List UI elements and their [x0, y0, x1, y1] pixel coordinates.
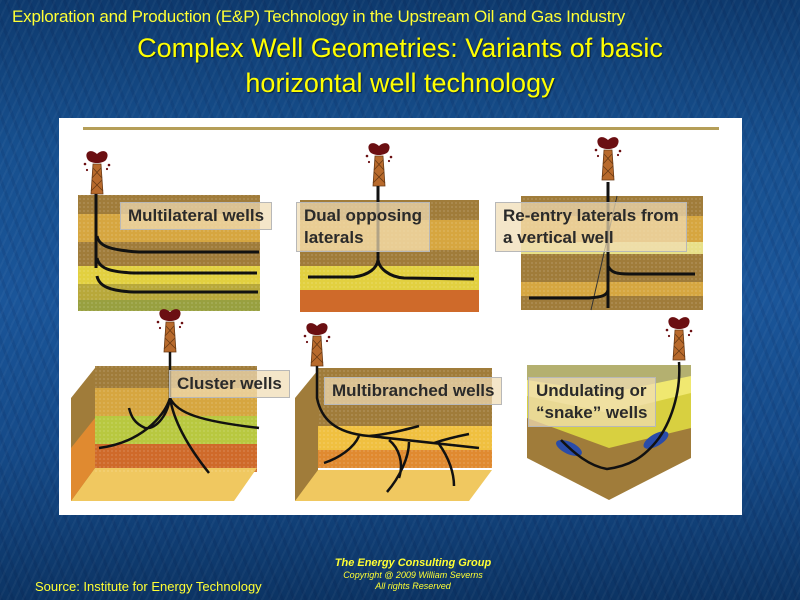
label-undulating-wells: Undulating or “snake” wells	[528, 377, 656, 427]
label-multilateral-wells: Multilateral wells	[120, 202, 273, 230]
slide-title: Complex Well Geometries: Variants of bas…	[0, 31, 800, 101]
well-geometries-figure: Multilateral wells Dual opposing lateral…	[59, 118, 742, 515]
rights-line: All rights Reserved	[375, 581, 451, 591]
organization-name: The Energy Consulting Group	[334, 557, 492, 569]
panel-multibranched-diagram	[295, 322, 492, 501]
title-line-1: Complex Well Geometries: Variants of bas…	[137, 33, 663, 63]
source-citation: Source: Institute for Energy Technology	[35, 579, 262, 594]
label-cluster-wells: Cluster wells	[169, 370, 290, 398]
copyright-line: Copyright @ 2009 William Severns	[343, 570, 483, 580]
label-re-entry-laterals: Re-entry laterals from a vertical well	[495, 202, 687, 252]
decorative-bar	[83, 127, 719, 130]
well-diagrams-illustration	[71, 127, 719, 501]
panel-multilateral-diagram	[78, 150, 260, 311]
label-multibranched-wells: Multibranched wells	[324, 377, 503, 405]
label-dual-opposing-laterals: Dual opposing laterals	[296, 202, 431, 252]
copyright-block: The Energy Consulting Group Copyright @ …	[313, 557, 513, 592]
title-line-2: horizontal well technology	[245, 68, 555, 98]
panel-cluster-diagram	[71, 308, 260, 501]
slide-header: Exploration and Production (E&P) Technol…	[12, 7, 626, 26]
